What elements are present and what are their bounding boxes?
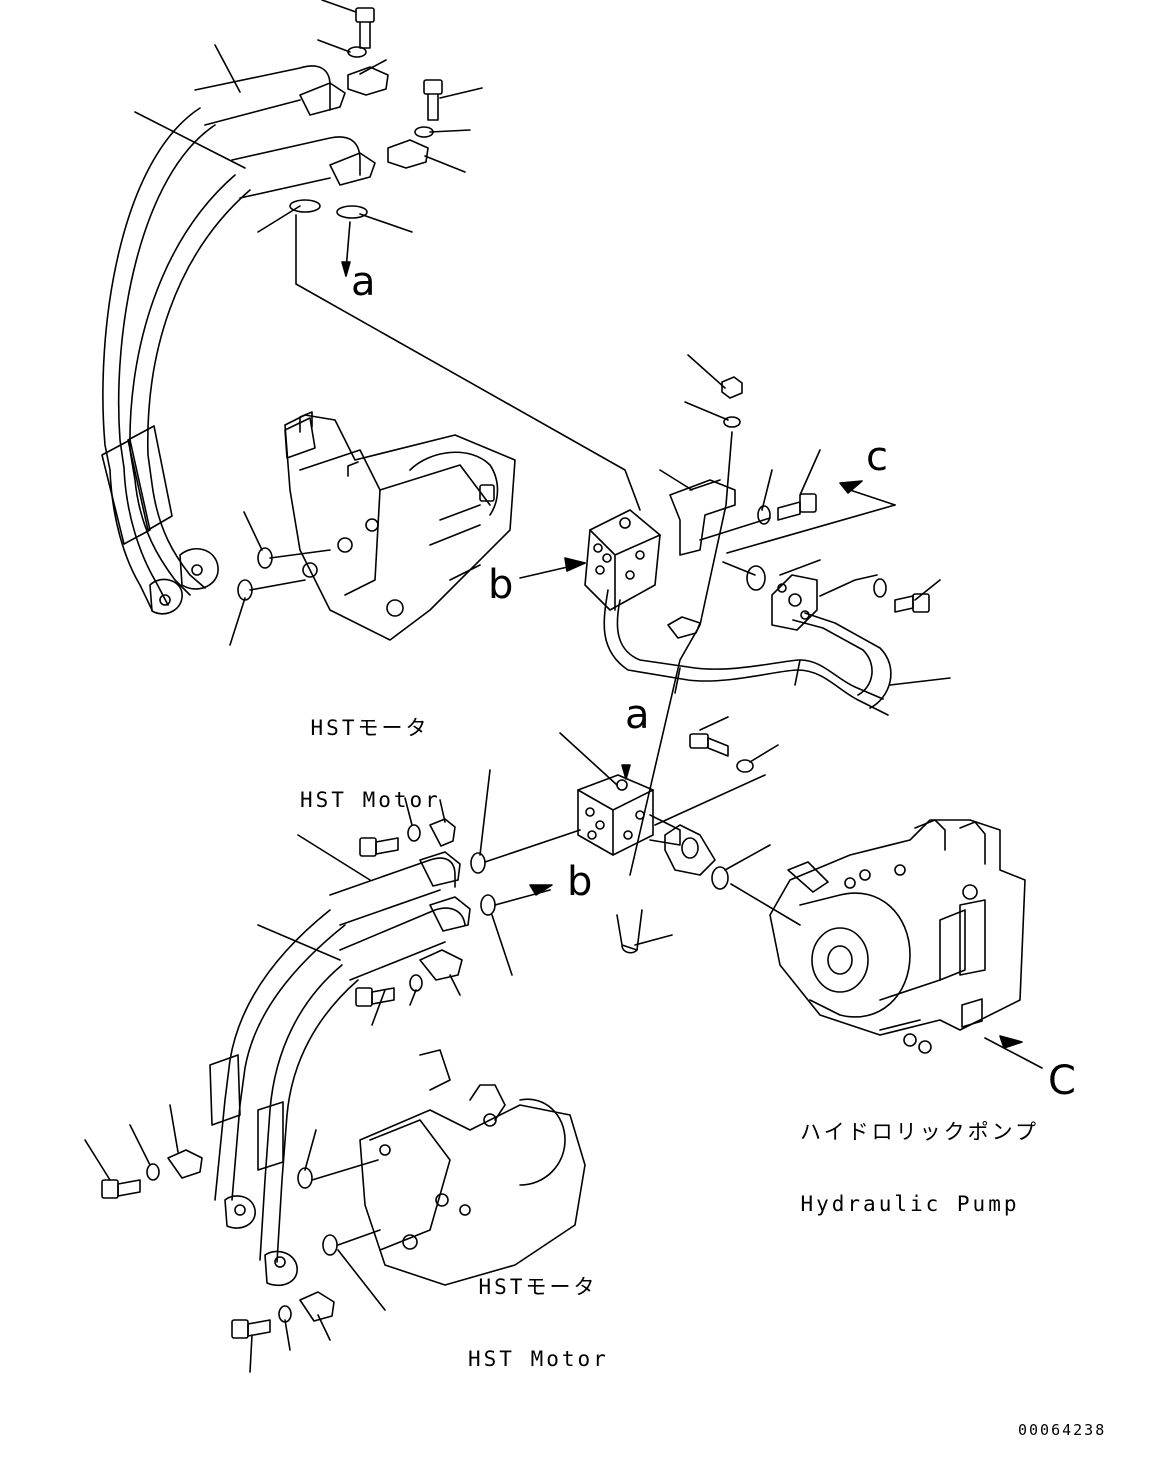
hydraulic-pump bbox=[769, 819, 1026, 1054]
top-motor-label-en: HST Motor bbox=[300, 788, 441, 812]
bottom-motor-label-jp: HSTモータ bbox=[478, 1275, 598, 1299]
view-marker-a-top: a bbox=[351, 259, 376, 305]
leader-lines-top bbox=[134, 0, 641, 511]
top-motor-label: HSTモータ HST Motor bbox=[300, 668, 440, 836]
lower-hst-motor bbox=[359, 1049, 586, 1286]
document-number: 00064238 bbox=[1018, 1421, 1107, 1439]
upper-fasteners bbox=[721, 376, 930, 613]
pump-label-jp: ハイドロリックポンプ bbox=[800, 1120, 1039, 1144]
pump-label-en: Hydraulic Pump bbox=[800, 1192, 1020, 1216]
lower-left-fasteners bbox=[101, 818, 496, 1339]
view-marker-c-top: c bbox=[866, 434, 888, 480]
top-motor-label-jp: HSTモータ bbox=[310, 716, 430, 740]
lower-manifold-fasteners bbox=[479, 716, 779, 946]
top-hose-assembly bbox=[101, 65, 376, 615]
top-fasteners bbox=[289, 7, 443, 219]
view-marker-b-mid: b bbox=[567, 859, 593, 905]
pump-label: ハイドロリックポンプ Hydraulic Pump bbox=[800, 1072, 1039, 1240]
bottom-motor-label: HSTモータ HST Motor bbox=[468, 1227, 608, 1395]
view-marker-c-right: C bbox=[1048, 1058, 1076, 1104]
view-marker-b-left: b bbox=[488, 562, 514, 608]
lower-manifold bbox=[577, 774, 716, 954]
view-marker-a-mid: a bbox=[625, 692, 650, 738]
lower-hose-assembly bbox=[209, 851, 471, 1287]
leader-lines-mid bbox=[519, 354, 951, 876]
top-hst-motor bbox=[284, 411, 516, 641]
bottom-motor-label-en: HST Motor bbox=[468, 1347, 609, 1371]
upper-manifold-and-tube bbox=[584, 509, 892, 716]
leader-lines-lower bbox=[84, 797, 581, 1373]
